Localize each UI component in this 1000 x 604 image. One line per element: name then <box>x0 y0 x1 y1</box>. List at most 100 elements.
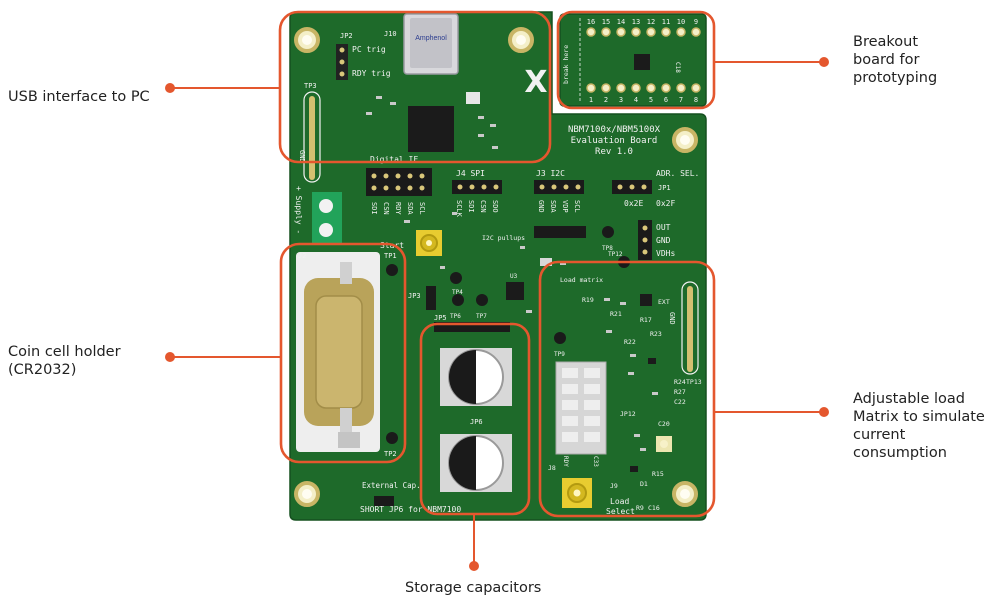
board-logo: X <box>524 65 547 100</box>
rdy-trig-label: RDY trig <box>352 69 391 78</box>
digital-if-header <box>366 168 432 196</box>
callout-lines <box>170 61 824 566</box>
supply-terminal <box>312 192 342 244</box>
external-cap-label: External Cap. <box>362 481 421 490</box>
callout-dots <box>165 57 829 571</box>
gnd-right-label: GND <box>668 312 676 325</box>
svg-text:15: 15 <box>602 18 610 26</box>
rdy-label: C33 <box>592 456 599 467</box>
svg-text:NBM7100x/NBM5100X: NBM7100x/NBM5100X <box>568 125 661 135</box>
svg-text:Evaluation Board: Evaluation Board <box>571 136 658 146</box>
j7-gnd-label: GND <box>656 236 671 245</box>
coin-cell-holder <box>296 252 380 452</box>
svg-text:5: 5 <box>649 96 653 104</box>
usb-brand-label: Amphenol <box>415 35 447 42</box>
i2c-header <box>534 180 584 194</box>
load-callout-line2: Matrix to simulate <box>853 409 985 425</box>
jp2-label: JP2 <box>340 32 353 40</box>
tp9-label: TP9 <box>554 351 565 358</box>
coin-cell-callout: Coin cell holder (CR2032) <box>8 343 121 379</box>
tp2-point <box>386 432 398 444</box>
load-matrix-label: Load matrix <box>560 276 603 284</box>
storage-callout-text: Storage capacitors <box>405 580 542 596</box>
breakout-pins-bottom <box>586 83 701 93</box>
r12-label: R15 <box>652 470 664 478</box>
r15-label: R17 <box>640 316 652 324</box>
svg-text:6: 6 <box>664 96 668 104</box>
spi-header <box>452 180 502 194</box>
tp7-label: TP7 <box>476 313 487 320</box>
breakout-bottom-pin-numbers: 1 2 3 4 5 6 7 8 <box>589 96 698 104</box>
tp8-point <box>602 226 614 238</box>
breakout-frame <box>556 10 716 110</box>
test-points-middle <box>450 272 488 306</box>
q2-label: EXT <box>658 298 670 306</box>
tp9-point <box>554 332 566 344</box>
breakout-board <box>559 13 707 107</box>
dip-switch-cells <box>562 368 600 442</box>
tp13-label: TP13 <box>686 378 702 386</box>
svg-text:SDA: SDA <box>406 202 414 215</box>
svg-text:8: 8 <box>694 96 698 104</box>
c13-label: C16 <box>648 504 660 512</box>
svg-text:SDO: SDO <box>491 200 499 213</box>
svg-text:11: 11 <box>662 18 670 26</box>
load-callout-line1: Adjustable load <box>853 391 965 407</box>
spi-label: J4 SPI <box>456 169 485 178</box>
jp12-label: JP12 <box>620 410 636 418</box>
jp3-jumper <box>426 286 436 310</box>
tp2-label: TP2 <box>384 450 397 458</box>
breakout-callout-line1: Breakout <box>853 34 919 50</box>
mounting-holes <box>294 27 698 507</box>
j8-label: J8 <box>548 464 556 472</box>
load-select-line2: Select <box>606 507 635 516</box>
storage-capacitor-1 <box>440 348 512 406</box>
svg-text:SCL: SCL <box>418 202 426 215</box>
r19-label: R22 <box>624 338 636 346</box>
spi-pin-labels: SCLK SDI CSN SDO <box>455 200 499 218</box>
r21-label: R23 <box>650 330 662 338</box>
tp6-label: TP6 <box>450 313 461 320</box>
adjustable-load-callout: Adjustable load Matrix to simulate curre… <box>853 390 1000 462</box>
r17-label: R21 <box>610 310 622 318</box>
breakout-callout: Breakout board for prototyping <box>853 33 937 87</box>
svg-text:Rev 1.0: Rev 1.0 <box>595 147 633 157</box>
svg-text:SDA: SDA <box>549 200 557 213</box>
j7-out-label: OUT <box>656 223 671 232</box>
coin-cell-frame <box>279 242 407 464</box>
supply-label: + Supply - <box>294 186 303 234</box>
svg-text:14: 14 <box>617 18 625 26</box>
svg-text:16: 16 <box>587 18 595 26</box>
q1-label: D1 <box>640 480 648 488</box>
i2c-pin-labels: GND SDA VDP SCL <box>537 200 581 213</box>
small-chip <box>466 92 480 104</box>
tp1-label: TP1 <box>384 252 397 260</box>
jp6-label: JP6 <box>470 418 483 426</box>
j1-pin-labels: SDI CSN RDY SDA SCL <box>370 202 426 215</box>
external-cap-jumper <box>374 496 394 506</box>
usb-callout-text: USB interface to PC <box>8 89 150 105</box>
i2c-pullup-jumpers <box>534 226 586 238</box>
svg-text:2: 2 <box>604 96 608 104</box>
svg-text:1: 1 <box>589 96 593 104</box>
load-matrix-frame <box>538 260 716 518</box>
load-select-line1: Load <box>610 497 629 506</box>
pc-trig-label: PC trig <box>352 45 386 54</box>
gnd-strip-left <box>303 91 321 183</box>
svg-text:GND: GND <box>537 200 545 213</box>
r8-label: R9 <box>636 504 644 512</box>
svg-text:VDP: VDP <box>561 200 569 213</box>
callout-frames <box>278 10 716 518</box>
storage-capacitor-2 <box>440 434 512 492</box>
jp3-label: JP3 <box>408 292 421 300</box>
i2c-label: J3 I2C <box>536 169 565 178</box>
svg-text:3: 3 <box>619 96 623 104</box>
usb-connector: Amphenol <box>403 13 459 75</box>
j7-vdhs-label: VDHs <box>656 249 675 258</box>
c33-label: C18 <box>674 62 681 73</box>
tp4-label: TP4 <box>452 289 463 296</box>
breakout-pins-top <box>586 27 701 37</box>
svg-text:13: 13 <box>632 18 640 26</box>
svg-text:9: 9 <box>694 18 698 26</box>
